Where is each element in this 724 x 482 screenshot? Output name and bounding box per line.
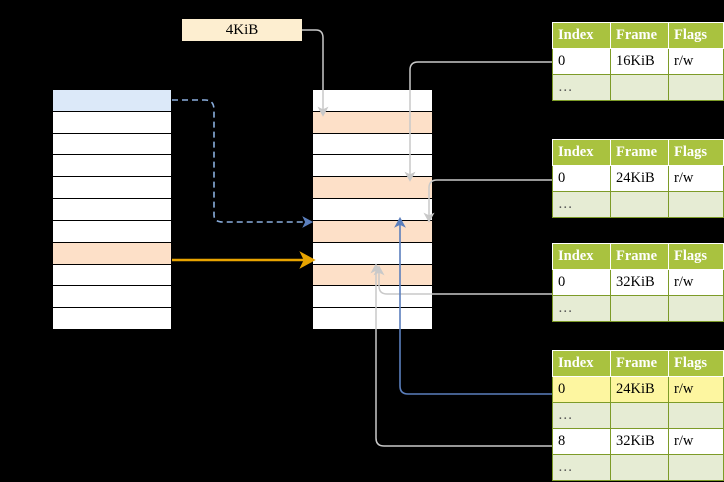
physical-frame-row [313,241,432,265]
cell-index: … [552,454,611,481]
virtual-page-row [53,241,171,265]
cell-flags [668,191,724,218]
column-header-index: Index [552,243,611,270]
cell-index: 0 [552,269,611,296]
column-header-flags: Flags [668,22,724,49]
virtual-page-row [53,176,171,200]
cell-flags [668,454,724,481]
column-header-frame: Frame [610,243,669,270]
cell-index: 0 [552,165,611,192]
cell-flags: r/w [668,48,724,75]
physical-frame-row [313,219,432,243]
table-row: … [552,295,724,322]
cell-index: … [552,402,611,429]
column-header-flags: Flags [668,243,724,270]
virtual-page-row [53,263,171,287]
column-header-frame: Frame [610,350,669,377]
cell-frame: 24KiB [610,165,669,192]
virtual-page-row [53,219,171,243]
virtual-address-column [52,88,172,330]
physical-frame-row [313,89,432,112]
physical-memory-column [312,88,433,330]
cell-frame [610,402,669,429]
virtual-page-row [53,285,171,309]
physical-frame-row [313,132,432,156]
cell-flags: r/w [668,269,724,296]
virtual-page-row [53,154,171,178]
physical-frame-row [313,285,432,309]
cell-flags [668,295,724,322]
cell-index: 8 [552,428,611,455]
cell-index: 0 [552,48,611,75]
column-header-frame: Frame [610,139,669,166]
table-row: … [552,74,724,101]
cell-index: 0 [552,376,611,403]
column-header-frame: Frame [610,22,669,49]
table-row: … [552,402,724,429]
physical-frame-row [313,307,432,330]
cell-frame: 16KiB [610,48,669,75]
virtual-page-row [53,198,171,221]
cell-flags [668,402,724,429]
cell-frame [610,191,669,218]
column-header-index: Index [552,22,611,49]
table-row: … [552,454,724,481]
cell-index: … [552,74,611,101]
page-size-label-text: 4KiB [225,21,259,38]
wire-table2-to-frame [423,179,552,223]
physical-frame-row [313,263,432,287]
cell-flags: r/w [668,428,724,455]
virtual-page-row [53,132,171,156]
cell-index: … [552,191,611,218]
physical-frame-row [313,176,432,200]
cell-flags [668,74,724,101]
physical-frame-row [313,110,432,134]
cell-flags: r/w [668,376,724,403]
column-header-index: Index [552,139,611,166]
physical-frame-row [313,154,432,178]
virtual-page-row [53,110,171,134]
page-size-label-box: 4KiB [182,19,302,41]
cell-flags: r/w [668,165,724,192]
table-row: … [552,191,724,218]
cell-index: … [552,295,611,322]
column-header-flags: Flags [668,139,724,166]
cell-frame: 32KiB [610,269,669,296]
wire-virtual-blue-to-physical [172,99,314,228]
cell-frame [610,454,669,481]
cell-frame: 24KiB [610,376,669,403]
physical-frame-row [313,198,432,221]
cell-frame: 32KiB [610,428,669,455]
column-header-flags: Flags [668,350,724,377]
cell-frame [610,295,669,322]
column-header-index: Index [552,350,611,377]
cell-frame [610,74,669,101]
virtual-page-row [53,89,171,112]
virtual-page-row [53,307,171,330]
